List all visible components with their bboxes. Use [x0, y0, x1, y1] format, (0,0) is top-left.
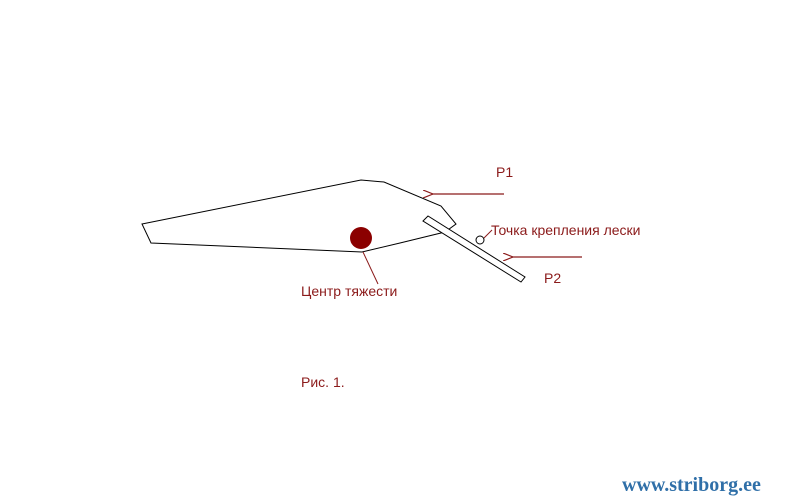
center-of-gravity-label: Центр тяжести [301, 283, 397, 299]
p1-label: P1 [496, 164, 513, 180]
center-of-gravity-leader [362, 251, 379, 285]
diving-lip [422, 215, 526, 283]
line-attachment-point [475, 235, 485, 245]
line-point-label: Точка крепления лески [491, 222, 641, 238]
site-watermark: www.striborg.ee [622, 474, 761, 496]
figure-caption: Рис. 1. [301, 374, 345, 390]
p2-label: P2 [544, 270, 561, 286]
line-point-leader [483, 229, 493, 239]
center-of-gravity-dot [350, 227, 372, 249]
lure-body-outline [141, 179, 457, 253]
